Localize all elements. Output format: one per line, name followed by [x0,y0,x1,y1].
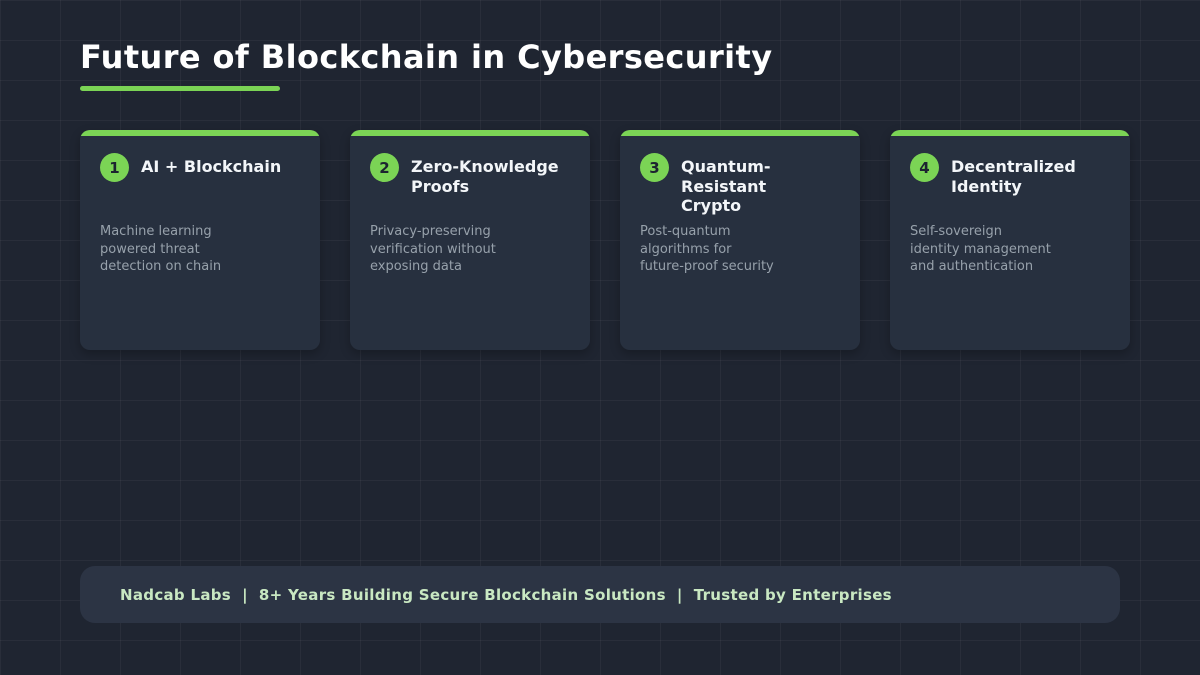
number-badge: 1 [100,153,129,182]
card-header: 1 AI + Blockchain [100,153,302,223]
card-body: 3 Quantum-Resistant Crypto Post-quantum … [620,136,860,276]
page-title: Future of Blockchain in Cybersecurity [80,38,773,76]
card-description: Self-sovereign identity management and a… [910,224,1051,275]
feature-cards-row: 1 AI + Blockchain Machine learning power… [80,130,1130,350]
number-badge: 3 [640,153,669,182]
card-title: Decentralized Identity [951,157,1076,196]
card-body: 1 AI + Blockchain Machine learning power… [80,136,320,276]
card-title: Quantum-Resistant Crypto [681,157,771,216]
number-badge: 4 [910,153,939,182]
card-header: 4 Decentralized Identity [910,153,1112,223]
feature-card-ai-blockchain: 1 AI + Blockchain Machine learning power… [80,130,320,350]
title-accent-underline [80,86,280,91]
card-header: 2 Zero-Knowledge Proofs [370,153,572,223]
footer-text: Nadcab Labs | 8+ Years Building Secure B… [120,585,892,604]
card-description: Post-quantum algorithms for future-proof… [640,224,774,275]
card-accent-bar [890,130,1130,136]
card-description: Machine learning powered threat detectio… [100,224,222,275]
card-header: 3 Quantum-Resistant Crypto [640,153,842,223]
card-body: 2 Zero-Knowledge Proofs Privacy-preservi… [350,136,590,276]
card-accent-bar [80,130,320,136]
card-description: Privacy-preserving verification without … [370,224,496,275]
footer-bar: Nadcab Labs | 8+ Years Building Secure B… [80,566,1120,623]
card-title: AI + Blockchain [141,157,282,176]
feature-card-decentralized-identity: 4 Decentralized Identity Self-sovereign … [890,130,1130,350]
feature-card-zero-knowledge-proofs: 2 Zero-Knowledge Proofs Privacy-preservi… [350,130,590,350]
card-accent-bar [620,130,860,136]
card-body: 4 Decentralized Identity Self-sovereign … [890,136,1130,276]
card-title: Zero-Knowledge Proofs [411,157,559,196]
number-badge: 2 [370,153,399,182]
card-accent-bar [350,130,590,136]
feature-card-quantum-resistant-crypto: 3 Quantum-Resistant Crypto Post-quantum … [620,130,860,350]
